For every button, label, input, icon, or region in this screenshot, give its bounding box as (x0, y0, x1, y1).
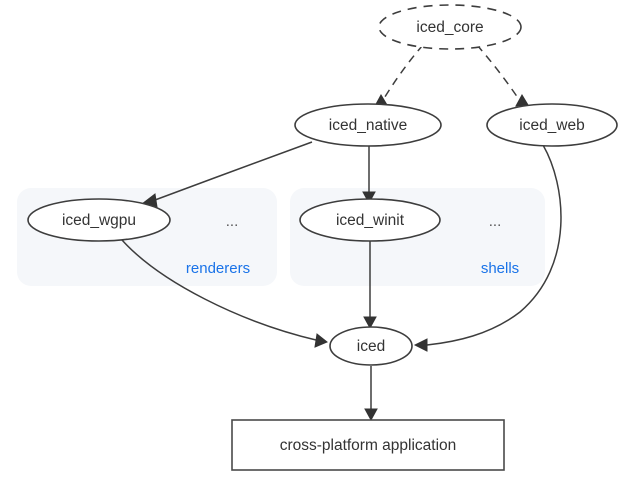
node-iced-web[interactable]: iced_web (486, 103, 618, 147)
node-iced-winit-shape[interactable] (299, 198, 441, 242)
edge-iced-to-application-arrowhead (364, 408, 378, 422)
node-cross-platform-application[interactable]: cross-platform application (231, 419, 505, 471)
node-iced-wgpu[interactable]: iced_wgpu (27, 198, 171, 242)
edge-wgpu-to-iced (121, 239, 328, 348)
node-iced[interactable]: iced (329, 326, 413, 366)
edge-web-to-iced-path (426, 144, 562, 346)
node-iced-core[interactable]: iced_core (378, 4, 522, 50)
node-iced-core-shape[interactable] (378, 4, 522, 50)
cluster-shells-label: shells (481, 260, 519, 277)
node-iced-wgpu-shape[interactable] (27, 198, 171, 242)
shells-ellipsis-label: ... (489, 213, 502, 230)
node-iced-web-shape[interactable] (486, 103, 618, 147)
node-cross-platform-application-label: cross-platform application (280, 437, 457, 454)
edge-core-to-native (374, 44, 424, 107)
node-iced-native-shape[interactable] (294, 103, 442, 147)
node-iced-winit-label: iced_winit (336, 212, 405, 229)
edge-winit-to-iced (363, 241, 377, 330)
edge-winit-to-iced-arrowhead (363, 316, 377, 330)
edge-web-to-iced (413, 144, 562, 352)
renderers-ellipsis-label: ... (226, 213, 239, 230)
edge-core-to-web (476, 44, 529, 107)
edge-native-to-winit (362, 146, 376, 205)
edge-core-to-web-arrowhead (515, 93, 529, 107)
edge-core-to-native-path (382, 44, 424, 101)
node-iced-wgpu-label: iced_wgpu (62, 212, 136, 229)
node-iced-native[interactable]: iced_native (294, 103, 442, 147)
node-iced-native-label: iced_native (329, 117, 407, 134)
node-iced-shape[interactable] (329, 326, 413, 366)
node-iced-web-label: iced_web (519, 117, 585, 134)
cluster-renderers-label: renderers (186, 260, 250, 277)
node-iced-core-label: iced_core (416, 19, 483, 36)
edge-native-to-winit-arrowhead (362, 191, 376, 205)
edge-native-to-wgpu-path (154, 141, 313, 201)
edge-wgpu-to-iced-arrowhead (314, 333, 328, 348)
node-iced-winit[interactable]: iced_winit (299, 198, 441, 242)
edge-web-to-iced-arrowhead (413, 338, 428, 352)
node-iced-label: iced (357, 338, 385, 355)
node-cross-platform-application-shape[interactable] (231, 419, 505, 471)
edge-core-to-web-path (476, 44, 521, 102)
edge-iced-to-application (364, 366, 378, 422)
edge-wgpu-to-iced-path (121, 239, 317, 341)
